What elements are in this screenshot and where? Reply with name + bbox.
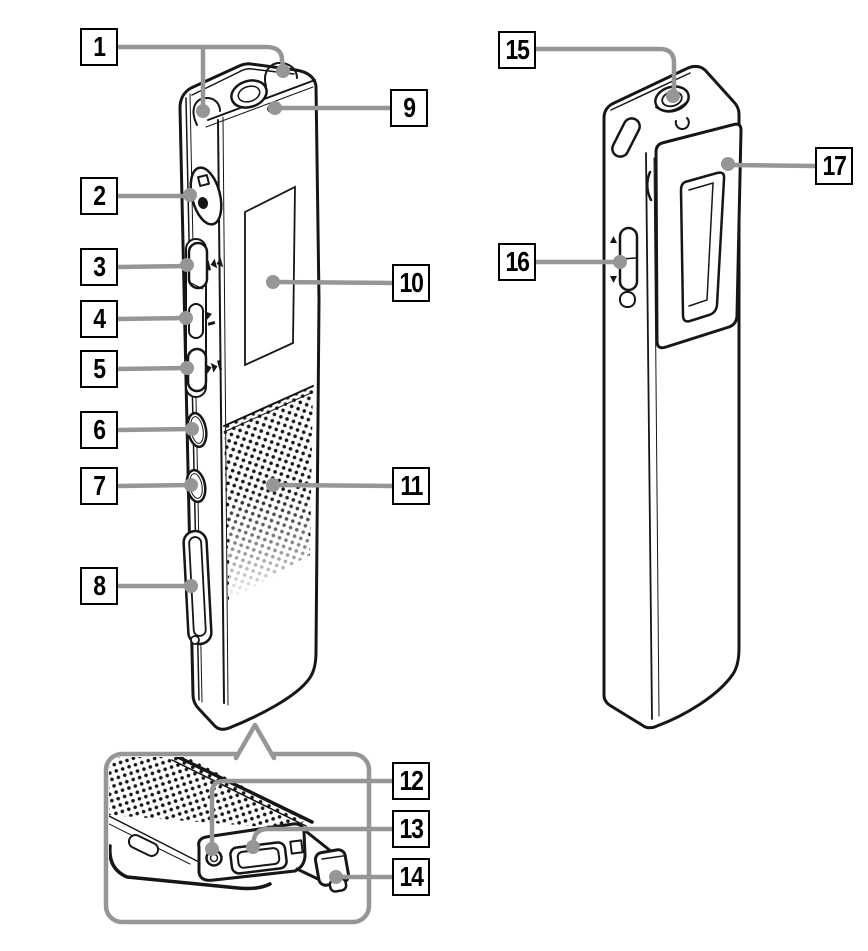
callout-14-number: 14 — [399, 861, 423, 892]
leader-dot-14 — [329, 870, 343, 884]
callout-5: 5 — [80, 350, 118, 388]
callout-8-number: 8 — [93, 570, 106, 601]
leader-dot-11 — [266, 478, 280, 492]
leader-dot-2 — [183, 188, 197, 202]
leader-line-3 — [115, 263, 190, 270]
callout-13: 13 — [392, 810, 430, 848]
callout-9: 9 — [390, 89, 428, 127]
callout-6-number: 6 — [93, 414, 106, 445]
leader-line-6 — [115, 426, 195, 433]
callout-10-number: 10 — [399, 267, 423, 298]
leader-dot-10 — [266, 275, 280, 289]
leader-dot-1b — [196, 104, 210, 118]
callout-3: 3 — [80, 248, 118, 286]
callout-1: 1 — [80, 28, 118, 66]
fast-forward-marking-icon — [204, 360, 223, 374]
callout-12-number: 12 — [399, 765, 423, 796]
volume-up-arrow-icon — [610, 236, 617, 243]
callout-17-number: 17 — [822, 150, 846, 181]
callout-7: 7 — [80, 467, 118, 505]
callout-16-number: 16 — [505, 246, 529, 277]
left-device — [178, 61, 321, 731]
callout-2: 2 — [80, 177, 118, 215]
record-dot-icon — [197, 197, 209, 209]
callout-4: 4 — [80, 300, 118, 338]
callout-15-number: 15 — [505, 34, 529, 65]
leader-line-12 — [209, 778, 395, 848]
leader-dot-5 — [180, 361, 194, 375]
leader-dot-3 — [180, 258, 194, 272]
leader-dot-8 — [184, 579, 198, 593]
leader-line-10 — [271, 279, 395, 286]
callout-8: 8 — [80, 567, 118, 605]
leader-dot-6 — [185, 422, 199, 436]
leader-line-1 — [115, 44, 286, 69]
callout-12: 12 — [392, 762, 430, 800]
callout-9-number: 9 — [403, 92, 416, 123]
leader-dot-4 — [179, 311, 193, 325]
leader-lines — [115, 44, 819, 884]
leader-dot-9 — [268, 101, 282, 115]
leader-dot-15 — [666, 89, 680, 103]
callout-14: 14 — [392, 858, 430, 896]
callout-6: 6 — [80, 411, 118, 449]
callout-15: 15 — [498, 31, 536, 69]
leader-line-15 — [533, 46, 677, 93]
play-marking-icon — [204, 311, 216, 326]
right-device — [602, 64, 743, 730]
callout-16: 16 — [498, 243, 536, 281]
belt-clip — [646, 117, 743, 350]
callout-17: 17 — [815, 147, 853, 185]
callout-3-number: 3 — [93, 251, 106, 282]
speaker-grille-detail — [109, 757, 307, 829]
leader-dot-16 — [613, 255, 627, 269]
leader-line-11 — [271, 482, 395, 489]
callout-5-number: 5 — [93, 353, 106, 384]
callout-10: 10 — [392, 264, 430, 302]
leader-line-5 — [115, 365, 190, 372]
callout-11-number: 11 — [400, 470, 423, 501]
stop-square-icon — [197, 174, 210, 187]
strap-hole-detail — [127, 834, 160, 857]
leader-line-17 — [727, 162, 819, 169]
leader-line-13 — [250, 826, 395, 846]
callout-7-number: 7 — [93, 470, 106, 501]
callout-11: 11 — [392, 467, 430, 505]
strap-hole — [611, 117, 641, 158]
left-microphone — [192, 96, 221, 126]
clip-hinge — [674, 117, 690, 130]
bottom-detail-view — [103, 722, 372, 925]
leader-dot-12 — [205, 842, 219, 856]
leader-line-7 — [115, 482, 194, 489]
speaker-grille — [223, 385, 314, 602]
leader-dot-17 — [721, 157, 735, 171]
leader-dot-13 — [246, 840, 260, 854]
volume-down-arrow-icon — [610, 276, 617, 283]
callout-13-number: 13 — [399, 813, 423, 844]
review-marking-icon — [205, 257, 224, 271]
leader-line-4 — [115, 315, 189, 322]
usb-connector — [229, 841, 288, 875]
bubble-pointer — [236, 723, 274, 757]
callout-1-number: 1 — [93, 31, 106, 62]
callout-2-number: 2 — [93, 180, 106, 211]
leader-dot-7 — [184, 478, 198, 492]
callout-4-number: 4 — [93, 303, 106, 334]
leader-dot-1a — [276, 64, 290, 78]
